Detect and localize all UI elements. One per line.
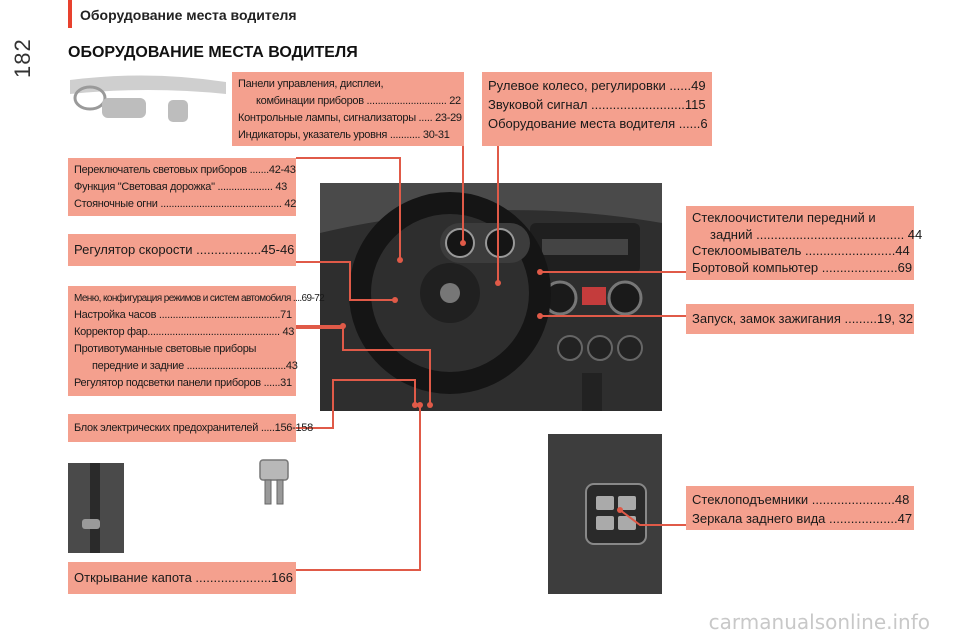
callout-ignition: Запуск, замок зажигания .........19, 32 — [686, 304, 914, 334]
callout-steering: Рулевое колесо, регулировки ......49 Зву… — [482, 72, 712, 146]
callout-panels: Панели управления, дисплеи, комбинации п… — [232, 72, 464, 146]
window-controls-photo — [548, 434, 662, 594]
watermark: carmanualsonline.info — [708, 610, 930, 634]
dashboard-photo — [320, 183, 662, 411]
callout-wipers: Стеклоочистители передний и задний .....… — [686, 206, 922, 280]
callout-windows: Стеклоподъемники .......................… — [686, 486, 914, 530]
header-accent-bar — [68, 0, 72, 28]
hood-release-photo — [68, 463, 124, 553]
car-interior-icon — [68, 72, 228, 130]
callout-lighting: Переключатель световых приборов .......4… — [68, 158, 296, 216]
fuse-icon — [256, 458, 292, 508]
page-title: ОБОРУДОВАНИЕ МЕСТА ВОДИТЕЛЯ — [68, 44, 358, 61]
callout-hood: Открывание капота .....................1… — [68, 562, 296, 594]
callout-menu: Меню, конфигурация режимов и систем авто… — [68, 286, 325, 396]
page-header: Оборудование места водителя — [80, 7, 297, 23]
callout-fuse: Блок электрических предохранителей .....… — [68, 414, 313, 442]
callout-speed: Регулятор скорости ..................45-… — [68, 234, 296, 266]
